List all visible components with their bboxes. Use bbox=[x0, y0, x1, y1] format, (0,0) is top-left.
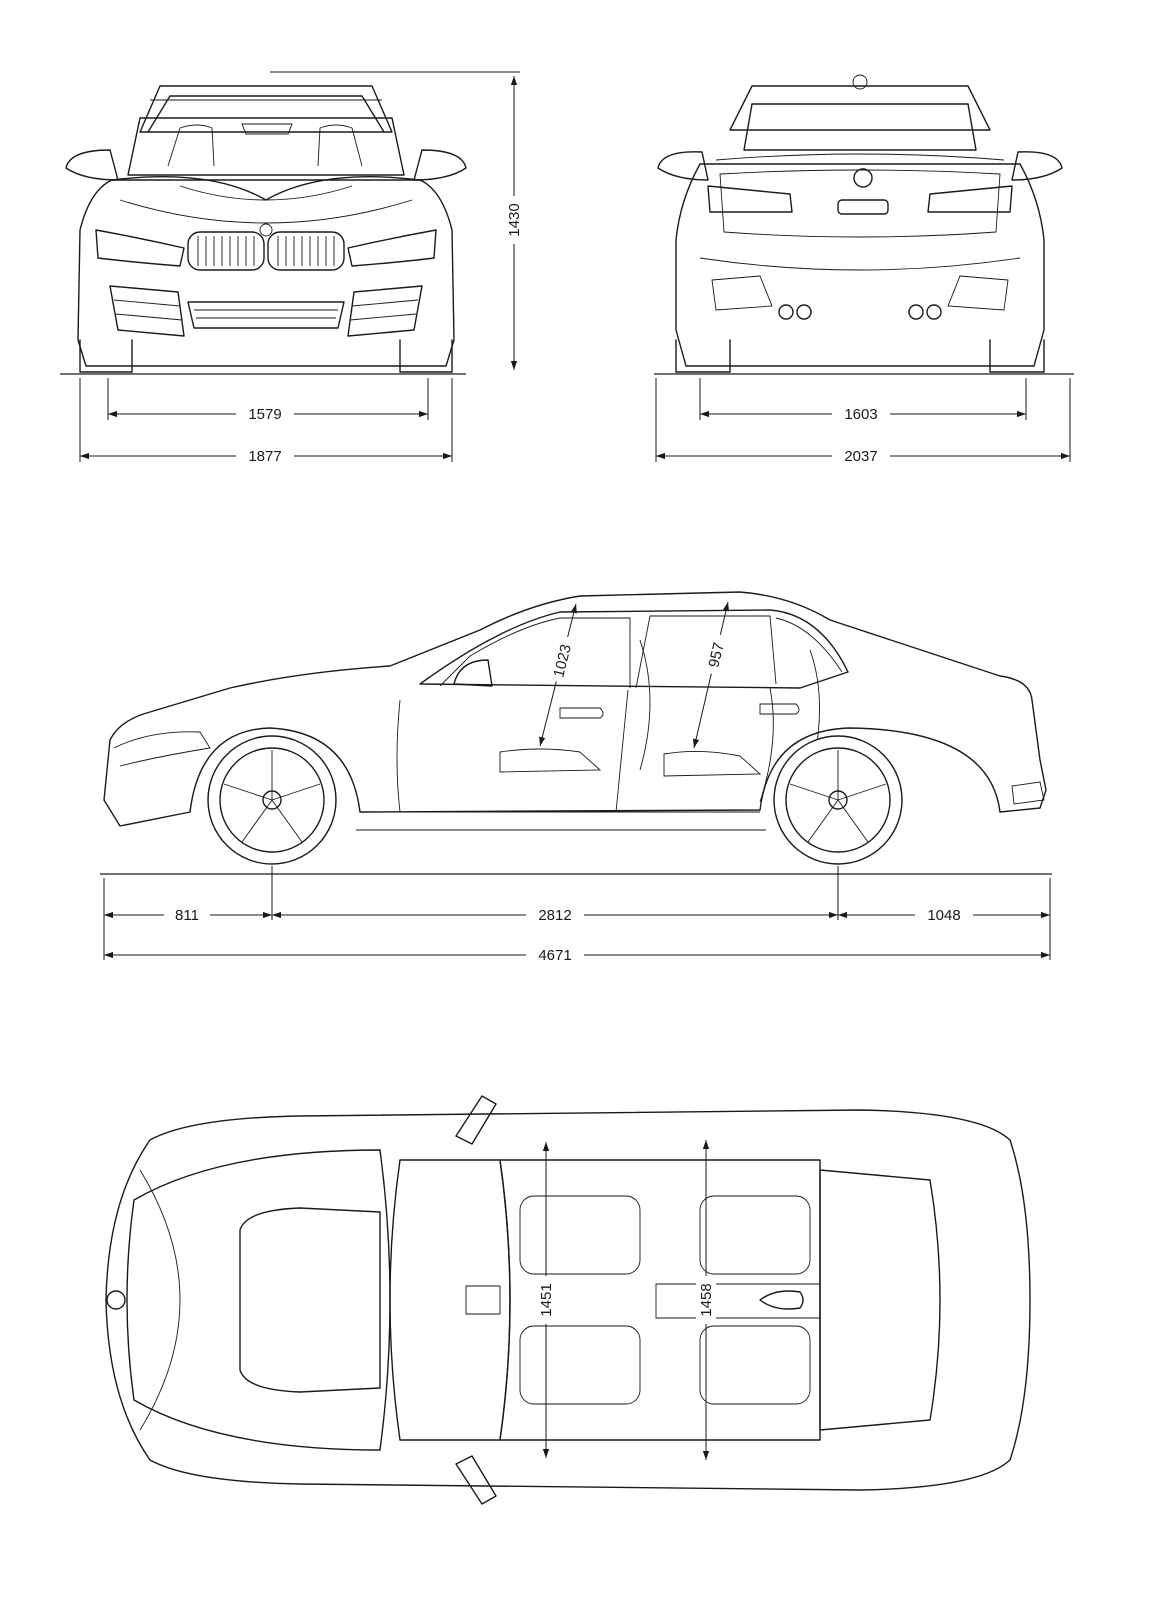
dim-front-overhang: 811 bbox=[104, 905, 272, 925]
dim-height-label: 1430 bbox=[506, 203, 523, 236]
dim-rear-width: 2037 bbox=[656, 446, 1070, 466]
dim-rear-headroom: 957 bbox=[692, 601, 731, 749]
dim-front-track-label: 1579 bbox=[248, 406, 281, 423]
dim-rear-shoulder: 1458 bbox=[696, 1140, 716, 1460]
dim-rear-overhang-label: 1048 bbox=[927, 907, 960, 924]
dim-rear-track: 1603 bbox=[700, 404, 1026, 424]
dim-wheelbase-label: 2812 bbox=[538, 907, 571, 924]
dim-rear-overhang: 1048 bbox=[838, 905, 1050, 925]
dim-front-width: 1877 bbox=[80, 446, 452, 466]
dim-front-overhang-label: 811 bbox=[175, 907, 199, 924]
dim-height: 1430 bbox=[504, 76, 524, 370]
top-view bbox=[105, 1095, 1031, 1505]
dim-front-track: 1579 bbox=[108, 404, 428, 424]
dim-length-label: 4671 bbox=[538, 947, 571, 964]
dim-front-shoulder-label: 1451 bbox=[538, 1283, 555, 1316]
dim-rear-shoulder-label: 1458 bbox=[698, 1283, 715, 1316]
dim-rear-headroom-label: 957 bbox=[706, 641, 728, 669]
dim-rear-width-label: 2037 bbox=[844, 448, 877, 465]
dim-front-headroom: 1023 bbox=[539, 603, 578, 747]
front-view bbox=[65, 85, 467, 373]
rear-view bbox=[657, 74, 1063, 373]
dim-front-width-label: 1877 bbox=[248, 448, 281, 465]
dim-wheelbase: 2812 bbox=[272, 905, 838, 925]
side-view bbox=[103, 591, 1047, 865]
dim-length: 4671 bbox=[104, 945, 1050, 965]
dim-front-shoulder: 1451 bbox=[536, 1142, 556, 1458]
dim-rear-track-label: 1603 bbox=[844, 406, 877, 423]
extension-lines bbox=[79, 71, 1071, 960]
